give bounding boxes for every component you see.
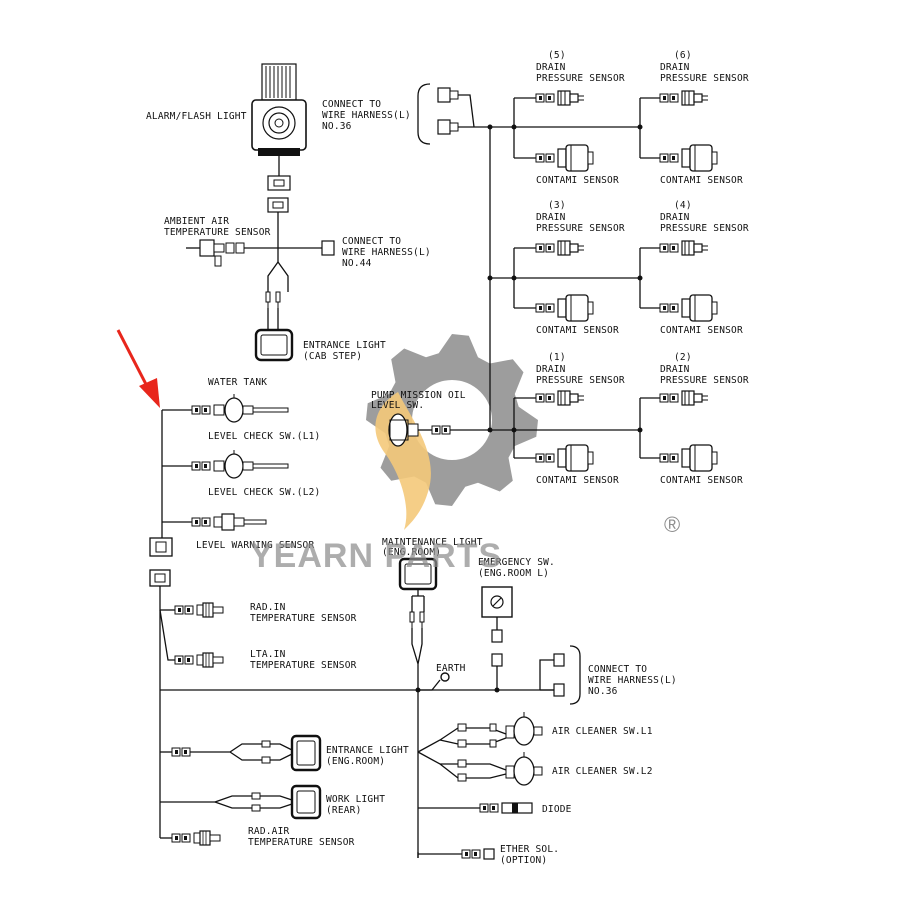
label-work-light-1: WORK LIGHT xyxy=(326,794,385,805)
label-contami-1: CONTAMI SENSOR xyxy=(536,175,619,186)
label-s3-a: DRAIN xyxy=(536,212,566,223)
lower-right-harness xyxy=(417,712,543,860)
label-air-cleaner-l1: AIR CLEANER SW.L1 xyxy=(552,726,653,737)
label-air-cleaner-l2: AIR CLEANER SW.L2 xyxy=(552,766,653,777)
arrow-icon xyxy=(116,329,160,408)
label-emerg-1: EMERGENCY SW. xyxy=(478,557,555,568)
label-connect-l36-bot-1: CONNECT TO xyxy=(588,664,647,675)
watermark-registered: ® xyxy=(664,512,680,537)
label-water-tank: WATER TANK xyxy=(208,377,267,388)
label-connect-l36-bot-2: WIRE HARNESS(L) xyxy=(588,675,677,686)
label-s1-num: (1) xyxy=(548,352,566,363)
label-s6-num: (6) xyxy=(674,50,692,61)
label-entrance-cab-2: (CAB STEP) xyxy=(303,351,362,362)
connect-l36-bottom xyxy=(539,645,581,705)
label-diode: DIODE xyxy=(542,804,572,815)
ambient-air-sensor xyxy=(186,239,335,267)
label-earth: EARTH xyxy=(436,663,466,674)
maintenance-light xyxy=(398,557,450,858)
label-maint-2: (ENG.ROOM) xyxy=(382,547,441,558)
label-s5-a: DRAIN xyxy=(536,62,566,73)
pump-mission-oil-switch xyxy=(388,413,470,447)
label-s1-a: DRAIN xyxy=(536,364,566,375)
label-ether-2: (OPTION) xyxy=(500,855,547,866)
entrance-light-cab xyxy=(254,261,294,362)
label-entrance-eng-1: ENTRANCE LIGHT xyxy=(326,745,409,756)
label-contami-3: CONTAMI SENSOR xyxy=(536,325,619,336)
label-s3-b: PRESSURE SENSOR xyxy=(536,223,625,234)
label-lta-in-1: LTA.IN xyxy=(250,649,286,660)
label-s2-b: PRESSURE SENSOR xyxy=(660,375,749,386)
label-connect-l44-2: WIRE HARNESS(L) xyxy=(342,247,431,258)
label-lta-in-2: TEMPERATURE SENSOR xyxy=(250,660,357,671)
label-s1-b: PRESSURE SENSOR xyxy=(536,375,625,386)
label-s4-b: PRESSURE SENSOR xyxy=(660,223,749,234)
label-contami-2: CONTAMI SENSOR xyxy=(660,175,743,186)
label-pump-2: LEVEL SW. xyxy=(371,400,424,411)
label-rad-in-2: TEMPERATURE SENSOR xyxy=(250,613,357,624)
label-s4-a: DRAIN xyxy=(660,212,690,223)
emergency-switch xyxy=(481,586,513,690)
watermark-text: YEARN PARTS xyxy=(250,537,502,575)
alarm-flash-light xyxy=(251,63,307,262)
label-connect-l44-3: NO.44 xyxy=(342,258,372,269)
connect-l36-top xyxy=(417,83,490,145)
label-ether-1: ETHER SOL. xyxy=(500,844,559,855)
label-level-l1: LEVEL CHECK SW.(L1) xyxy=(208,431,320,442)
label-s2-a: DRAIN xyxy=(660,364,690,375)
label-emerg-2: (ENG.ROOM L) xyxy=(478,568,549,579)
label-s3-num: (3) xyxy=(548,200,566,211)
label-s5-num: (5) xyxy=(548,50,566,61)
label-s5-b: PRESSURE SENSOR xyxy=(536,73,625,84)
label-contami-4: CONTAMI SENSOR xyxy=(660,325,743,336)
labels: ALARM/FLASH LIGHT CONNECT TO WIRE HARNES… xyxy=(146,50,749,866)
label-level-l2: LEVEL CHECK SW.(L2) xyxy=(208,487,320,498)
left-harness xyxy=(149,394,560,845)
sensor-tree xyxy=(470,91,717,471)
label-s2-num: (2) xyxy=(674,352,692,363)
label-connect-l36-top-3: NO.36 xyxy=(322,121,352,132)
label-connect-l44-1: CONNECT TO xyxy=(342,236,401,247)
label-level-warning: LEVEL WARNING SENSOR xyxy=(196,540,314,551)
label-s6-a: DRAIN xyxy=(660,62,690,73)
label-contami-5: CONTAMI SENSOR xyxy=(536,475,619,486)
label-work-light-2: (REAR) xyxy=(326,805,362,816)
label-connect-l36-top-2: WIRE HARNESS(L) xyxy=(322,110,411,121)
label-entrance-eng-2: (ENG.ROOM) xyxy=(326,756,385,767)
label-ambient-1: AMBIENT AIR xyxy=(164,216,229,227)
label-rad-air-2: TEMPERATURE SENSOR xyxy=(248,837,355,848)
label-pump-1: PUMP MISSION OIL xyxy=(371,390,466,401)
label-rad-air-1: RAD.AIR xyxy=(248,826,290,837)
label-s6-b: PRESSURE SENSOR xyxy=(660,73,749,84)
label-maint-1: MAINTENANCE LIGHT xyxy=(382,537,483,548)
label-connect-l36-bot-3: NO.36 xyxy=(588,686,618,697)
label-contami-6: CONTAMI SENSOR xyxy=(660,475,743,486)
label-s4-num: (4) xyxy=(674,200,692,211)
label-connect-l36-top-1: CONNECT TO xyxy=(322,99,381,110)
label-rad-in-1: RAD.IN xyxy=(250,602,286,613)
label-ambient-2: TEMPERATURE SENSOR xyxy=(164,227,271,238)
label-entrance-cab-1: ENTRANCE LIGHT xyxy=(303,340,386,351)
label-alarm-flash-light: ALARM/FLASH LIGHT xyxy=(146,111,247,122)
